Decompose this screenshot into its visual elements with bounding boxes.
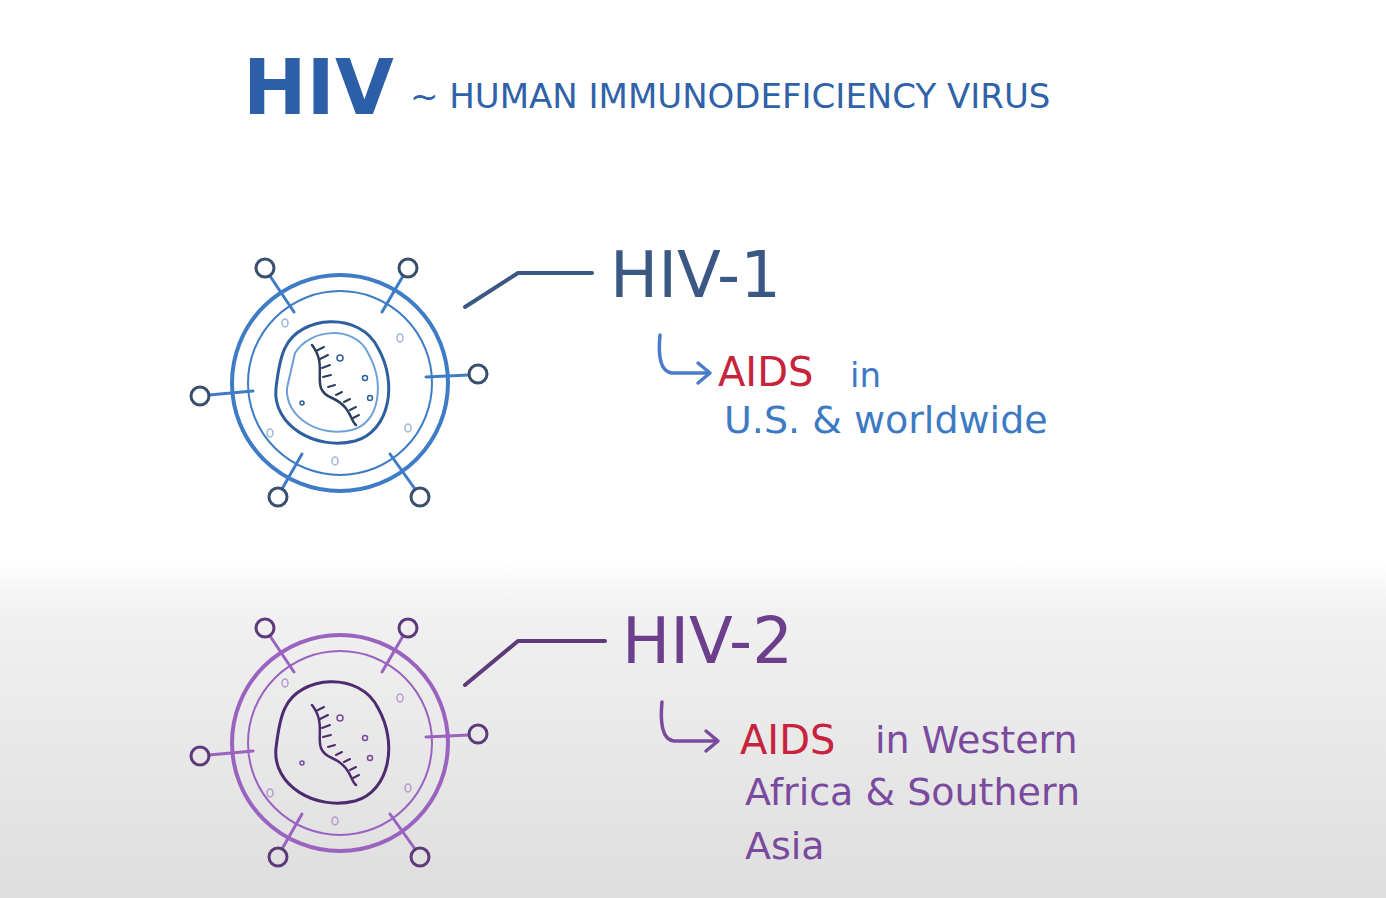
title-text: HIV bbox=[243, 46, 394, 130]
note-text: in bbox=[850, 357, 881, 394]
note-text: U.S. & worldwide bbox=[724, 400, 1048, 442]
note-text: Africa & Southern bbox=[745, 772, 1080, 814]
virus-label: HIV-1 bbox=[610, 240, 781, 310]
subtitle-text: ~ HUMAN IMMUNODEFICIENCY VIRUS bbox=[410, 78, 1050, 115]
disease-label: AIDS bbox=[740, 718, 835, 762]
virus-label: HIV-2 bbox=[622, 606, 793, 676]
note-text: Asia bbox=[745, 826, 825, 868]
note-text: in Western bbox=[875, 720, 1078, 762]
disease-label: AIDS bbox=[718, 350, 813, 394]
